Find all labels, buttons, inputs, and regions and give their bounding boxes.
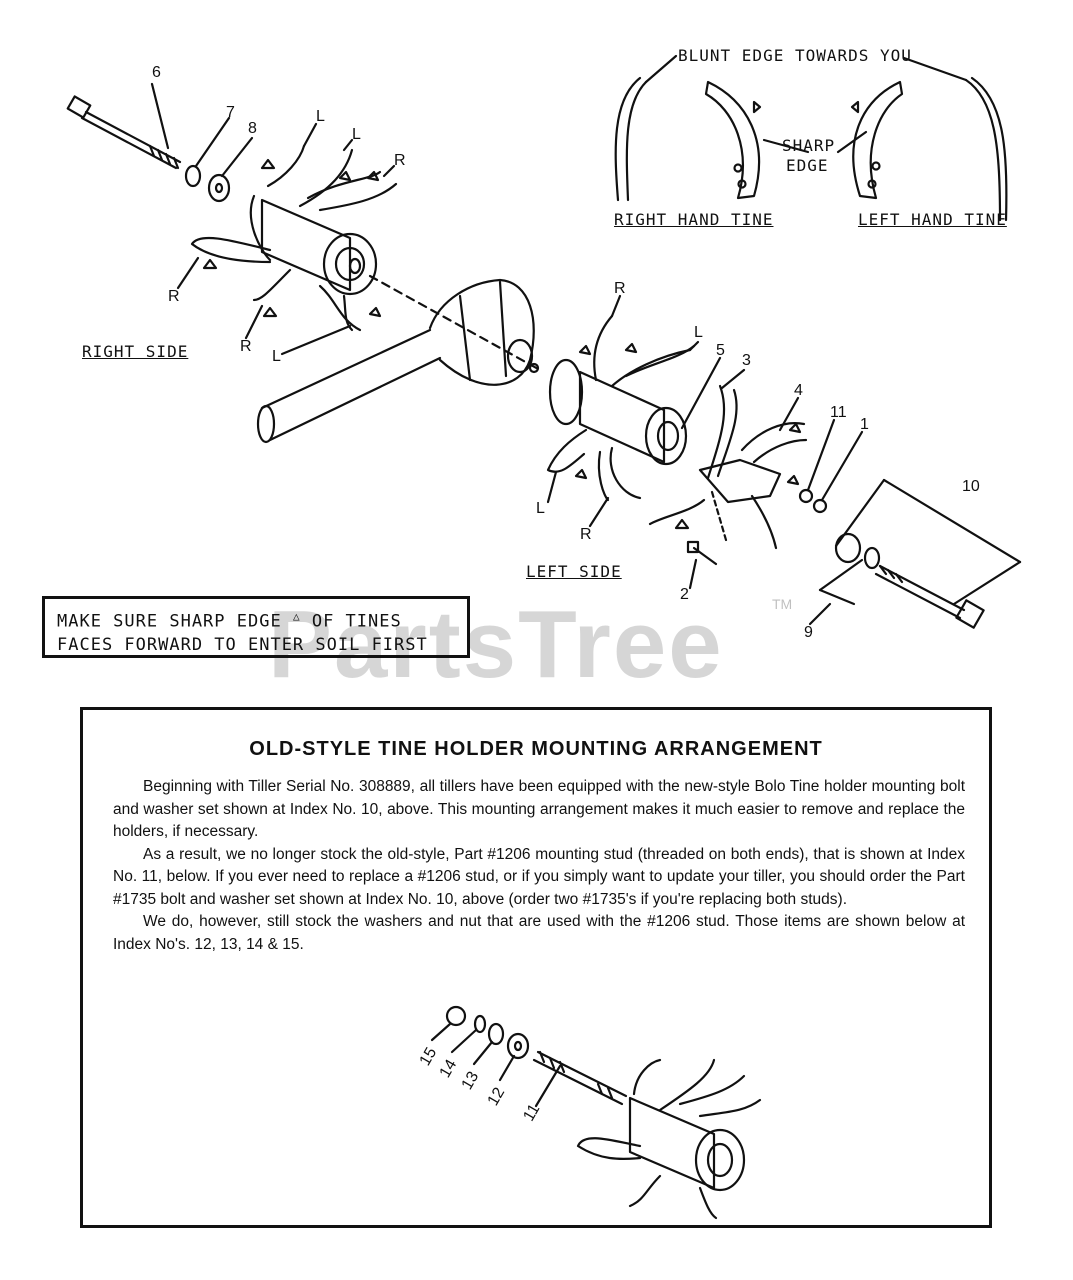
left-hand-tine-label: LEFT HAND TINE	[858, 210, 1007, 229]
old-style-mounting-note: OLD-STYLE TINE HOLDER MOUNTING ARRANGEME…	[80, 707, 992, 1228]
note-paragraph-2: As a result, we no longer stock the old-…	[113, 845, 965, 908]
callout-r-4: R	[614, 280, 626, 297]
callout-7: 7	[226, 104, 235, 121]
callout-11-top: 11	[830, 404, 847, 421]
callout-r-1: R	[394, 152, 406, 169]
trademark-mark: TM	[772, 596, 793, 612]
sharp-edge-warning-box: MAKE SURE SHARP EDGE △ OF TINES FACES FO…	[42, 596, 470, 658]
callout-4: 4	[794, 382, 803, 399]
old-style-stud-assembly	[430, 1005, 762, 1220]
warning-line-1-end: OF TINES	[311, 611, 402, 632]
callout-9: 9	[804, 624, 813, 641]
callout-r-2: R	[168, 288, 180, 305]
callout-5: 5	[716, 342, 725, 359]
tine-orientation-detail	[614, 54, 1008, 222]
tiller-shaft-housing	[256, 278, 540, 444]
callout-l-4: L	[694, 324, 703, 341]
right-side-label: RIGHT SIDE	[82, 342, 189, 361]
note-body: Beginning with Tiller Serial No. 308889,…	[113, 776, 965, 956]
callout-l-3: L	[272, 348, 281, 365]
left-side-tine-assembly	[546, 294, 1022, 629]
note-paragraph-1: Beginning with Tiller Serial No. 308889,…	[113, 778, 965, 840]
partstree-watermark: PartsTree	[268, 591, 724, 698]
sharp-edge-label-2: EDGE	[786, 156, 829, 175]
callout-8: 8	[248, 120, 257, 137]
note-title: OLD-STYLE TINE HOLDER MOUNTING ARRANGEME…	[249, 738, 823, 760]
warning-line-1-start: MAKE SURE SHARP EDGE	[57, 611, 282, 632]
warning-line-1: MAKE SURE SHARP EDGE △ OF TINES	[57, 605, 455, 634]
left-side-label: LEFT SIDE	[526, 562, 622, 581]
callout-l-5: L	[536, 500, 545, 517]
callout-2: 2	[680, 586, 689, 603]
callout-10: 10	[962, 478, 980, 495]
callout-6: 6	[152, 64, 161, 81]
sharp-edge-label-1: SHARP	[782, 136, 836, 155]
blunt-edge-label: BLUNT EDGE TOWARDS YOU	[678, 46, 912, 65]
right-side-tine-assembly	[66, 82, 398, 356]
triangle-icon: △	[292, 610, 301, 623]
callout-3: 3	[742, 352, 751, 369]
right-hand-tine-label: RIGHT HAND TINE	[614, 210, 774, 229]
callout-l-2: L	[352, 126, 361, 143]
callout-r-3: R	[240, 338, 252, 355]
callout-r-5: R	[580, 526, 592, 543]
warning-line-2: FACES FORWARD TO ENTER SOIL FIRST	[57, 634, 428, 655]
callout-1: 1	[860, 416, 869, 433]
callout-l-1: L	[316, 108, 325, 125]
note-paragraph-3: We do, however, still stock the washers …	[113, 913, 965, 953]
